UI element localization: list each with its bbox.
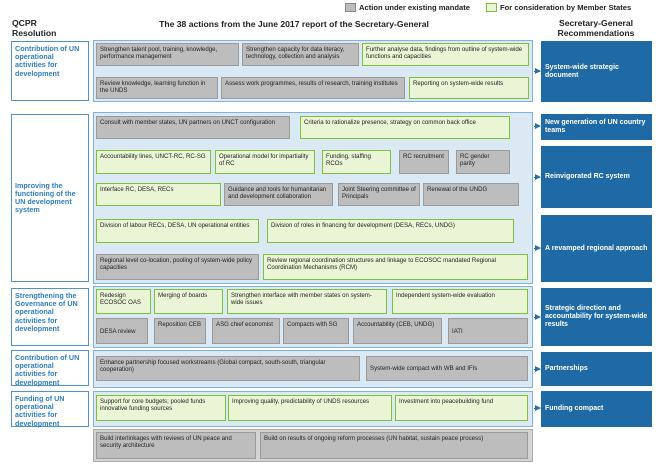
action-box: Build on results of ongoing reform proce…: [260, 432, 528, 459]
action-box: Enhance partnership focused workstreams …: [96, 356, 360, 381]
qcpr-box-contribution: Contribution of UN operational activitie…: [11, 41, 89, 101]
legend-swatch-mandate: [345, 3, 356, 12]
arrow-to-recommendation: [534, 365, 541, 372]
recommendation-system-wide-strategic-document: System-wide strategic document: [541, 41, 652, 102]
recommendation-new-generation-uncts: New generation of UN country teams: [541, 114, 652, 140]
action-box: Renewal of the UNDG: [423, 183, 519, 206]
action-box: RC gender parity: [456, 150, 510, 174]
action-box: Interface RC, DESA, RECs: [96, 183, 221, 206]
action-box: Joint Steering committee of Principals: [338, 183, 420, 206]
action-box: Funding, staffing RCOs: [322, 150, 391, 174]
action-box: Reporting on system-wide results: [409, 77, 529, 99]
action-box: Criteria to rationalize presence, strate…: [300, 116, 510, 139]
legend-label-member-states: For consideration by Member States: [500, 3, 632, 12]
arrow-to-recommendation: [534, 122, 541, 129]
legend-swatch-member-states: [486, 3, 497, 12]
recommendation-reinvigorated-rc-system: Reinvigorated RC system: [541, 146, 652, 208]
qcpr-box-strengthening-governance: Strengthening the Governance of UN opera…: [11, 288, 89, 346]
action-box: Merging of boards: [154, 289, 223, 314]
action-box: Compacts with SG: [283, 318, 349, 344]
action-box: Build interlinkages with reviews of UN p…: [96, 432, 256, 459]
action-box: Independent system-wide evaluation: [392, 289, 528, 314]
qcpr-box-funding: Funding of UN operational activities for…: [11, 391, 89, 427]
arrow-to-recommendation: [534, 313, 541, 320]
action-box: Accountability (CEB, UNDG): [353, 318, 442, 344]
legend-label-mandate: Action under existing mandate: [359, 3, 470, 12]
action-box: Review knowledge, learning function in t…: [96, 77, 218, 99]
qcpr-box-contribution-partnerships: Contribution of UN operational activitie…: [11, 350, 89, 386]
action-box: System-wide compact with WB and IFIs: [366, 356, 528, 381]
action-box: Redesign ECOSOC OAS: [96, 289, 151, 314]
action-box: IATI: [448, 318, 528, 344]
action-box: Accountability lines, UNCT-RC, RC-SG: [96, 150, 211, 174]
qcpr-box-improving-functioning: Improving the functioning of the UN deve…: [11, 114, 89, 282]
action-box: Guidance and tools for humanitarian and …: [224, 183, 333, 206]
header-qcpr: QCPR Resolution: [12, 18, 57, 38]
action-box: Assess work programmes, results of resea…: [221, 77, 405, 99]
header-recommendations: Secretary-General Recommendations: [557, 18, 635, 38]
recommendation-revamped-regional-approach: A revamped regional approach: [541, 215, 652, 282]
action-box: Division of labour RECs, DESA, UN operat…: [96, 219, 259, 243]
action-box: Further analyse data, findings from outl…: [362, 43, 529, 66]
action-box: Strengthen interface with member states …: [227, 289, 387, 314]
arrow-to-recommendation: [534, 67, 541, 74]
recommendation-funding-compact: Funding compact: [541, 391, 652, 427]
recommendation-partnerships: Partnerships: [541, 352, 652, 386]
action-box: ASG chief economist: [212, 318, 280, 344]
action-box: Investment into peacebuilding fund: [395, 395, 528, 421]
arrow-to-recommendation: [534, 173, 541, 180]
action-box: Improving quality, predictability of UND…: [228, 395, 392, 421]
action-box: Strengthen talent pool, training, knowle…: [96, 43, 239, 66]
arrow-to-recommendation: [534, 244, 541, 251]
action-box: Consult with member states, UN partners …: [96, 116, 290, 139]
action-box: Review regional coordination structures …: [263, 254, 528, 280]
recommendation-strategic-direction-accountability: Strategic direction and accountability f…: [541, 288, 652, 346]
arrow-to-recommendation: [534, 404, 541, 411]
action-box: DESA review: [96, 318, 148, 344]
action-box: Regional level co-location, pooling of s…: [96, 254, 259, 280]
action-box: RC recruitment: [399, 150, 449, 174]
action-box: Operational model for impartiality of RC: [215, 150, 315, 174]
action-box: Strengthen capacity for data literacy, t…: [242, 43, 359, 66]
header-actions: The 38 actions from the June 2017 report…: [159, 19, 429, 29]
action-box: Reposition CEB: [154, 318, 206, 344]
action-box: Support for core budgets; pooled funds i…: [96, 395, 226, 421]
action-box: Division of roles in financing for devel…: [267, 219, 514, 243]
